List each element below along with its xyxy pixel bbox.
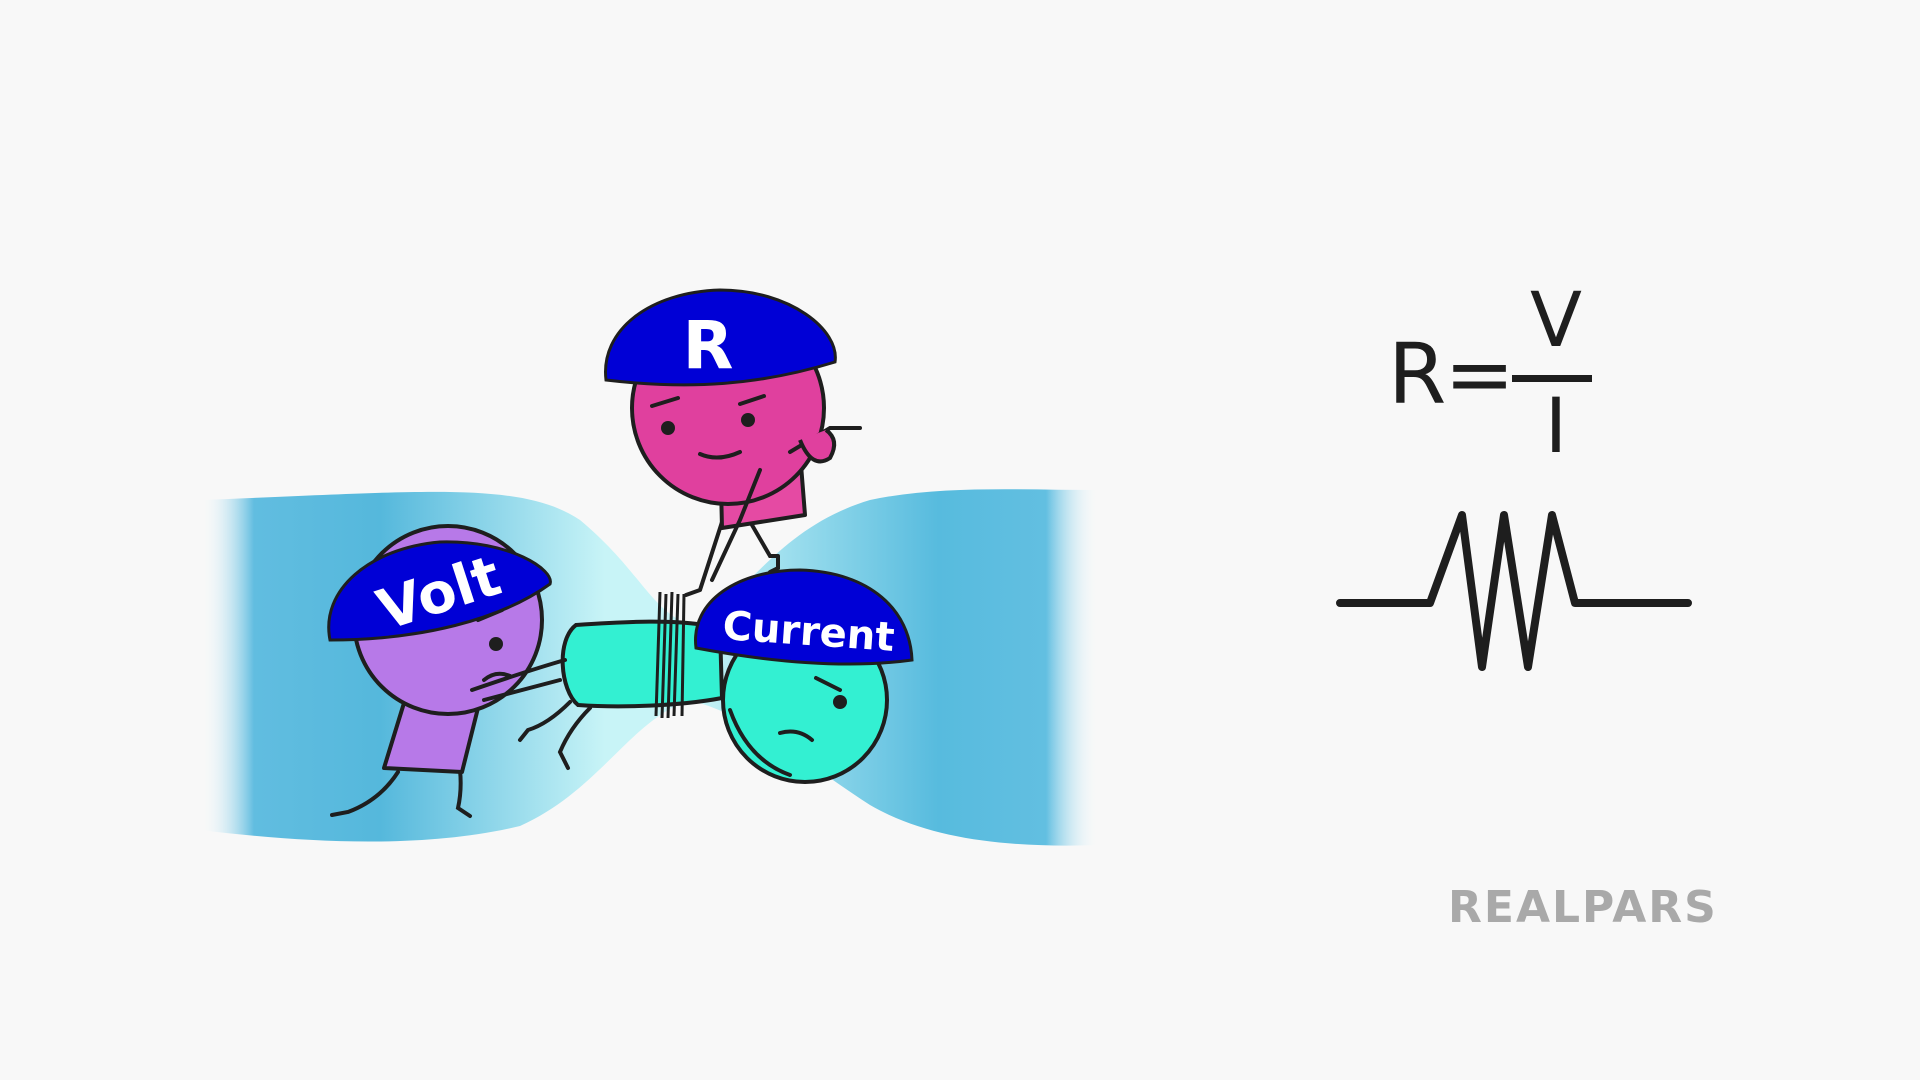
resistance-face: [650, 394, 766, 460]
current-character: Current: [518, 568, 914, 784]
voltage-legs: [330, 768, 472, 818]
resistor-symbol-icon: [1336, 511, 1692, 671]
fraction-bar: [1512, 375, 1592, 382]
ohms-law-formula: R= V I: [1380, 282, 1640, 470]
realpars-logo: REALPARS: [1448, 882, 1718, 933]
formula-denominator: I: [1544, 381, 1568, 470]
current-hat: [694, 568, 914, 666]
voltage-arms: [470, 658, 567, 702]
resistance-hat-label: R: [683, 307, 734, 384]
resistance-character: R: [604, 288, 862, 597]
resistance-hat: [604, 288, 837, 387]
formula-lhs: R=: [1388, 325, 1515, 423]
current-legs: [518, 700, 592, 770]
voltage-hat: [327, 540, 552, 642]
voltage-character: Volt: [327, 524, 567, 818]
formula-numerator: V: [1530, 275, 1582, 364]
resistance-legs: [684, 520, 780, 597]
rope-coils: [654, 591, 686, 719]
current-arm: [728, 708, 792, 777]
current-face: [778, 676, 842, 742]
